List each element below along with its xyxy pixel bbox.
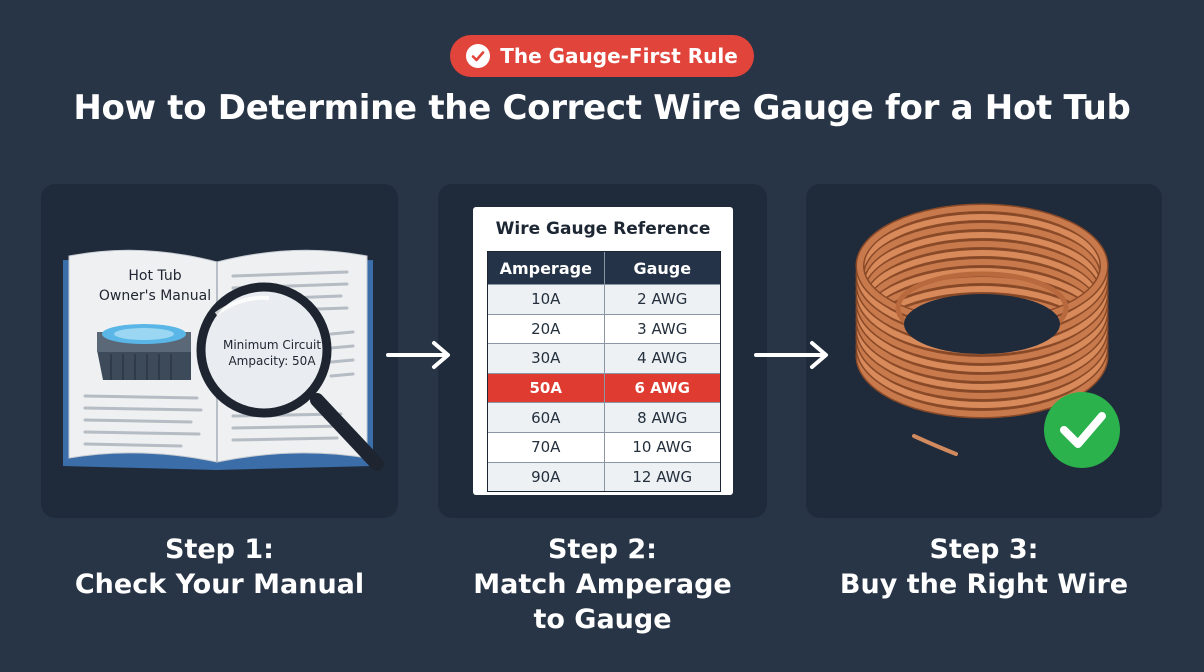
step-2-label-line-2: to Gauge — [533, 604, 672, 635]
header-amperage: Amperage — [499, 258, 592, 278]
copper-wire-coil — [855, 203, 1120, 468]
amperage-cell: 50A — [529, 379, 562, 398]
amperage-cell: 20A — [531, 319, 561, 338]
reference-title: Wire Gauge Reference — [495, 219, 711, 239]
amperage-cell: 30A — [531, 349, 561, 368]
gauge-cell: 6 AWG — [603, 373, 721, 403]
manual-illustration — [63, 249, 384, 471]
hot-tub-icon — [97, 324, 191, 380]
step-3-caption: Step 3: Buy the Right Wire — [806, 532, 1162, 602]
green-check-icon — [1044, 392, 1120, 468]
arrow-right-icon — [754, 341, 828, 369]
table-row: 20A 3 AWG — [488, 313, 721, 344]
table-header-row: Amperage Gauge — [488, 252, 720, 284]
header-gauge: Gauge — [603, 252, 721, 284]
gauge-cell: 3 AWG — [603, 314, 721, 344]
table-row: 50A 6 AWG — [488, 372, 721, 403]
step-1-caption: Step 1: Check Your Manual — [41, 532, 398, 602]
magnified-text-line-2: Ampacity: 50A — [228, 354, 316, 368]
magnified-text-line-1: Minimum Circuit — [222, 338, 322, 352]
manual-title-line-2: Owner's Manual — [98, 288, 212, 304]
gauge-cell: 12 AWG — [603, 462, 721, 492]
gauge-cell: 2 AWG — [603, 285, 721, 314]
arrow-right-icon — [386, 341, 450, 369]
gauge-cell: 8 AWG — [603, 403, 721, 432]
table-row: 90A 12 AWG — [488, 461, 721, 492]
magnifier-icon — [196, 282, 384, 471]
step-1-number: Step 1: — [165, 534, 274, 565]
table-row: 60A 8 AWG — [488, 402, 720, 432]
step-2-label-line-1: Match Amperage — [473, 569, 732, 600]
amperage-cell: 10A — [531, 290, 561, 309]
step-3-label: Buy the Right Wire — [839, 569, 1129, 600]
rule-badge-label: The Gauge-First Rule — [500, 44, 738, 68]
gauge-cell: 10 AWG — [603, 432, 721, 462]
manual-title-line-1: Hot Tub — [128, 268, 182, 284]
amperage-cell: 60A — [531, 408, 561, 427]
gauge-cell: 4 AWG — [603, 344, 721, 373]
step-2-number: Step 2: — [548, 534, 657, 565]
check-circle-icon — [466, 44, 491, 68]
rule-badge: The Gauge-First Rule — [450, 35, 754, 77]
amperage-cell: 70A — [531, 438, 561, 457]
table-row: 10A 2 AWG — [488, 284, 720, 314]
table-row: 70A 10 AWG — [488, 431, 721, 462]
page-title: How to Determine the Correct Wire Gauge … — [73, 88, 1131, 128]
wire-gauge-reference-card: Wire Gauge Reference Amperage Gauge 10A 2… — [473, 207, 733, 495]
amperage-cell: 90A — [531, 467, 561, 486]
step-3-number: Step 3: — [929, 534, 1039, 565]
table-row: 30A 4 AWG — [488, 343, 720, 373]
step-2-caption: Step 2: Match Amperage to Gauge — [438, 532, 767, 637]
step-1-label: Check Your Manual — [74, 569, 365, 600]
